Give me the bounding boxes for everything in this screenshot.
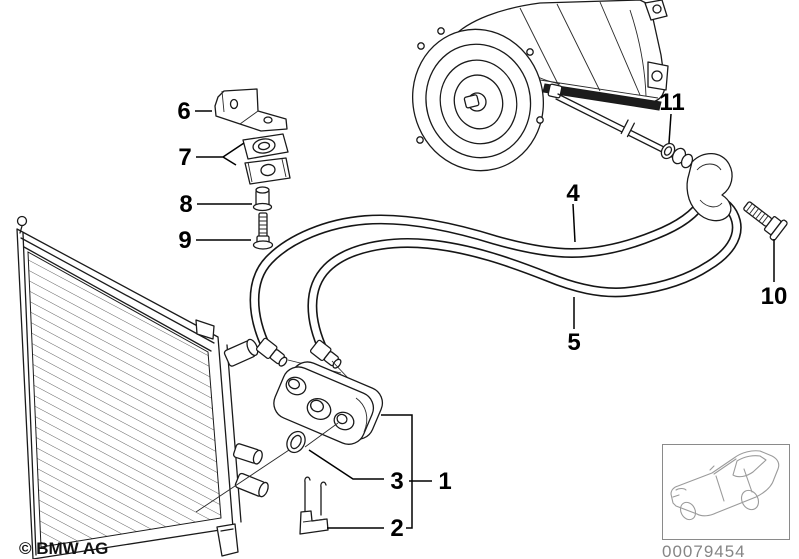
o-ring-11-drawing <box>660 142 676 160</box>
sleeve-8-drawing <box>252 186 273 212</box>
oil-tube-drawing <box>555 93 694 169</box>
clip-2-drawing <box>299 476 329 535</box>
hose-coupling-drawing <box>686 152 733 222</box>
copyright-text: © BMW AG <box>19 539 108 558</box>
oil-cooler-drawing <box>273 361 384 445</box>
callout-label-10[interactable]: 10 <box>761 283 788 310</box>
radiator-drawing <box>16 215 269 559</box>
bracket-6-drawing <box>214 88 288 132</box>
bolt-9-drawing <box>252 212 274 250</box>
callout-label-6[interactable]: 6 <box>177 98 190 125</box>
image-number: 00079454 <box>662 542 746 559</box>
callout-label-5[interactable]: 5 <box>567 329 580 356</box>
callout-label-2[interactable]: 2 <box>390 515 403 542</box>
car-silhouette-icon <box>670 450 780 521</box>
clamp-7-drawing <box>242 133 291 185</box>
bolt-10-drawing <box>743 201 788 241</box>
oil-cooler-hoses-drawing <box>249 175 742 379</box>
callout-label-9[interactable]: 9 <box>178 227 191 254</box>
callout-label-4[interactable]: 4 <box>566 180 580 207</box>
vehicle-thumbnail: 00079454 <box>662 444 790 559</box>
callout-label-7[interactable]: 7 <box>178 144 191 171</box>
o-ring-3-drawing <box>195 422 339 513</box>
callout-label-3[interactable]: 3 <box>390 468 403 495</box>
callout-label-11[interactable]: 11 <box>659 89 684 116</box>
transmission-drawing <box>411 0 669 172</box>
callout-label-8[interactable]: 8 <box>179 191 192 218</box>
callout-leaders <box>195 110 775 529</box>
callout-label-1[interactable]: 1 <box>438 468 451 495</box>
